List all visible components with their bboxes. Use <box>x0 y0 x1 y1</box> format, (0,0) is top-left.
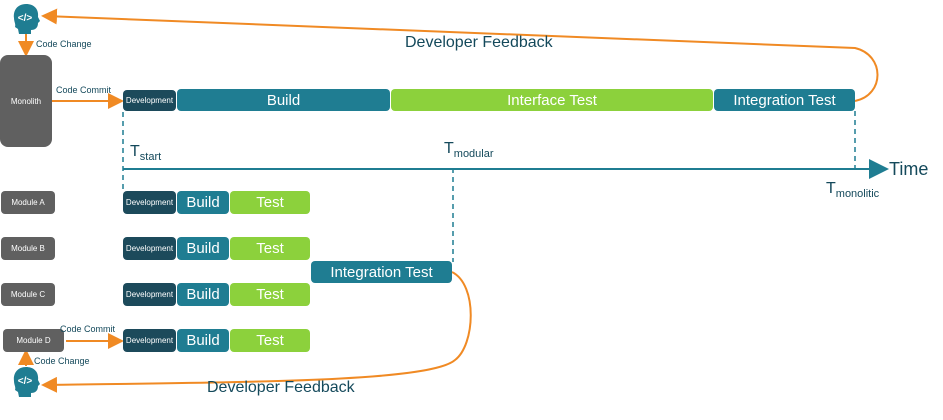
module-b-build-bar: Build <box>177 237 229 260</box>
build-label: Build <box>186 332 220 349</box>
module-b-test-bar: Test <box>230 237 310 260</box>
monolith-build-bar: Build <box>177 89 390 111</box>
build-label: Build <box>186 240 220 257</box>
test-label: Test <box>256 194 284 211</box>
svg-text:</>: </> <box>18 13 33 24</box>
developer-head-code-icon: </> <box>11 366 41 398</box>
build-label: Build <box>266 91 301 109</box>
development-label: Development <box>125 336 174 345</box>
top-code-change-label: Code Change <box>36 39 92 49</box>
module-d-build-bar: Build <box>177 329 229 352</box>
monolith-interface-test-bar: Interface Test <box>391 89 713 111</box>
monolith-label: Monolith <box>10 96 42 106</box>
module-a-development-bar: Development <box>123 191 176 214</box>
module-c-test-bar: Test <box>230 283 310 306</box>
bottom-feedback-arrow <box>41 271 472 393</box>
monolith-block: Monolith <box>0 55 52 147</box>
bottom-developer-feedback-label: Developer Feedback <box>207 379 355 396</box>
module-d-development-bar: Development <box>123 329 176 352</box>
developer-head-code-icon: </> <box>11 3 41 35</box>
top-code-commit-label: Code Commit <box>56 85 112 95</box>
module-name-label: Module A <box>11 198 45 207</box>
t-monolithic-label: Tmonolitic <box>826 180 880 201</box>
modular-integration-test-bar: Integration Test <box>311 261 452 283</box>
build-label: Build <box>186 286 220 303</box>
development-label: Development <box>125 96 174 105</box>
module-a-build-bar: Build <box>177 191 229 214</box>
module-a-test-bar: Test <box>230 191 310 214</box>
build-label: Build <box>186 194 220 211</box>
integration-test-label: Integration Test <box>733 91 836 109</box>
development-label: Development <box>125 198 174 207</box>
monolith-development-bar: Development <box>123 90 176 111</box>
bottom-code-change-label: Code Change <box>34 356 90 366</box>
test-label: Test <box>256 286 284 303</box>
module-name-label: Module C <box>10 290 46 299</box>
interface-test-label: Interface Test <box>507 91 597 109</box>
module-c-development-bar: Development <box>123 283 176 306</box>
time-axis-label: Time <box>889 159 929 179</box>
development-label: Development <box>125 244 174 253</box>
module-a-block: Module A <box>1 191 55 214</box>
module-b-development-bar: Development <box>123 237 176 260</box>
integration-test-label: Integration Test <box>330 263 433 281</box>
module-name-label: Module B <box>11 244 45 253</box>
module-name-label: Module D <box>16 336 51 345</box>
test-label: Test <box>256 332 284 349</box>
module-d-block: Module D <box>3 329 64 352</box>
top-developer-feedback-label: Developer Feedback <box>405 34 553 51</box>
t-start-label: Tstart <box>130 143 162 164</box>
svg-text:</>: </> <box>18 376 33 387</box>
module-c-block: Module C <box>1 283 55 306</box>
module-d-test-bar: Test <box>230 329 310 352</box>
top-feedback-arrow <box>41 8 879 102</box>
module-c-build-bar: Build <box>177 283 229 306</box>
development-label: Development <box>125 290 174 299</box>
module-b-block: Module B <box>1 237 55 260</box>
test-label: Test <box>256 240 284 257</box>
t-modular-label: Tmodular <box>444 140 494 161</box>
monolith-integration-test-bar: Integration Test <box>714 89 855 111</box>
bottom-code-commit-label: Code Commit <box>60 324 116 334</box>
